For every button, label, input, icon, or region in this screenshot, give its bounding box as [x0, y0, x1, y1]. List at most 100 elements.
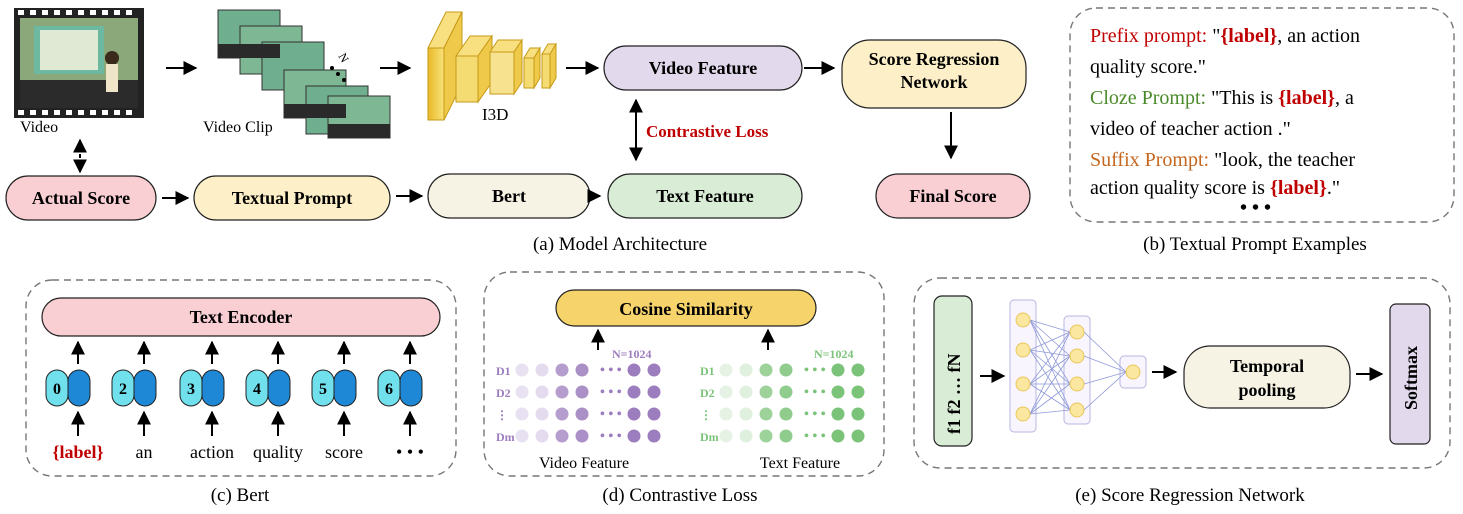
- feature-dot: [515, 385, 529, 399]
- panel-a-model-architecture: Video N Video Clip: [5, 8, 1031, 255]
- dot-ellipsis: • • •: [600, 385, 622, 400]
- feature-dot: [647, 407, 661, 421]
- video-feature-box: Video Feature: [603, 45, 803, 91]
- text-encoder-box: Text Encoder: [41, 297, 441, 337]
- dot-ellipsis: • • •: [804, 429, 826, 444]
- token-id: 0: [53, 381, 61, 398]
- softmax-label: Softmax: [1401, 346, 1421, 410]
- token-5: 6 • • •: [377, 340, 424, 462]
- feature-dot: [759, 407, 773, 421]
- caption-d: (d) Contrastive Loss: [602, 485, 757, 506]
- final-score-label: Final Score: [909, 186, 996, 206]
- feature-dot: [627, 363, 641, 377]
- i3d-label: I3D: [482, 105, 508, 124]
- feature-dot: [535, 407, 549, 421]
- bert-label: Bert: [492, 186, 526, 206]
- feature-dot: [575, 363, 589, 377]
- token-word: action: [190, 442, 234, 462]
- score-regression-label-1: Score Regression: [869, 49, 1000, 69]
- feature-dot: [555, 407, 569, 421]
- cloze-prompt-line-2: video of teacher action .": [1090, 118, 1291, 140]
- feature-dot: [739, 385, 753, 399]
- feature-dot: [515, 407, 529, 421]
- suffix-prompt-line-2: action quality score is {label}.": [1090, 177, 1340, 199]
- text-encoder-label: Text Encoder: [190, 307, 293, 327]
- feature-sequence-label: f1 f2 … fN: [944, 354, 964, 434]
- feature-dot: [575, 429, 589, 443]
- feature-dot: [719, 385, 733, 399]
- temporal-pooling-label-1: Temporal: [1230, 356, 1304, 376]
- row-label: D2: [496, 386, 511, 400]
- feature-dot: [831, 385, 845, 399]
- feature-sequence-box: f1 f2 … fN: [933, 295, 973, 447]
- prefix-prompt-line-1: Prefix prompt: "{label}, an action: [1090, 25, 1360, 47]
- token-word: {label}: [52, 442, 103, 462]
- row-label: Dm: [700, 430, 719, 444]
- temporal-pooling-box: Temporal pooling: [1183, 345, 1351, 409]
- feature-dot: [555, 385, 569, 399]
- token-id: 4: [253, 381, 261, 398]
- token-embed-capsule: [399, 369, 423, 407]
- feature-dot: [515, 429, 529, 443]
- feature-dot: [851, 429, 865, 443]
- actual-score-box: Actual Score: [5, 175, 157, 221]
- row-label: ⋮: [700, 408, 712, 422]
- feature-dot: [555, 429, 569, 443]
- feature-dot: [647, 429, 661, 443]
- feature-dot: [739, 429, 753, 443]
- feature-dot: [535, 363, 549, 377]
- text-feature-box: Text Feature: [607, 173, 803, 219]
- i3d-network-icon: [427, 11, 557, 121]
- prefix-prompt-line-2: quality score.": [1090, 56, 1206, 78]
- cosine-similarity-box: Cosine Similarity: [555, 289, 817, 327]
- row-label: D1: [700, 364, 715, 378]
- feature-dot: [779, 407, 793, 421]
- caption-c: (c) Bert: [211, 485, 270, 506]
- video-clip-stack: [217, 9, 391, 139]
- token-id: 3: [187, 381, 195, 398]
- token-word: • • •: [396, 442, 424, 462]
- feature-dot: [831, 363, 845, 377]
- feature-dot: [739, 363, 753, 377]
- token-2: 3 action: [179, 340, 234, 462]
- text-feature-caption: Text Feature: [760, 455, 840, 472]
- token-word: quality: [253, 442, 303, 462]
- token-embed-capsule: [267, 369, 291, 407]
- token-id: 6: [385, 381, 393, 398]
- feature-dot: [647, 363, 661, 377]
- row-label: D2: [700, 386, 715, 400]
- score-regression-box: Score Regression Network: [841, 39, 1027, 109]
- dot-ellipsis: • • •: [600, 363, 622, 378]
- feature-dot: [535, 385, 549, 399]
- feature-dot: [647, 385, 661, 399]
- caption-b: (b) Textual Prompt Examples: [1143, 234, 1367, 255]
- bert-box: Bert: [427, 173, 591, 219]
- caption-e: (e) Score Regression Network: [1075, 485, 1305, 506]
- feature-dot: [779, 385, 793, 399]
- feature-dot: [739, 407, 753, 421]
- token-word: score: [325, 442, 363, 462]
- prompt-ellipsis: • • •: [1240, 197, 1271, 219]
- feature-dot: [575, 407, 589, 421]
- row-label: D1: [496, 364, 511, 378]
- feature-dot-grids: D1• • •D2• • •⋮• • •Dm• • •D1• • •D2• • …: [496, 363, 865, 444]
- token-id: 2: [119, 381, 127, 398]
- token-embed-capsule: [67, 369, 91, 407]
- dot-ellipsis: • • •: [804, 385, 826, 400]
- cloze-prompt-line-1: Cloze Prompt: "This is {label}, a: [1090, 87, 1354, 109]
- video-thumbnail: [14, 8, 144, 118]
- suffix-prompt-line-1: Suffix Prompt: "look, the teacher: [1090, 149, 1355, 171]
- clip-n-label: N: [335, 51, 352, 66]
- textual-prompt-box: Textual Prompt: [193, 175, 391, 221]
- token-1: 2an: [111, 340, 157, 462]
- feature-dot: [627, 385, 641, 399]
- token-embed-capsule: [201, 369, 225, 407]
- video-clip-label: Video Clip: [203, 119, 273, 136]
- row-label: ⋮: [496, 408, 508, 422]
- feature-dot: [575, 385, 589, 399]
- feature-dot: [515, 363, 529, 377]
- token-embed-capsule: [133, 369, 157, 407]
- feature-dot: [627, 407, 641, 421]
